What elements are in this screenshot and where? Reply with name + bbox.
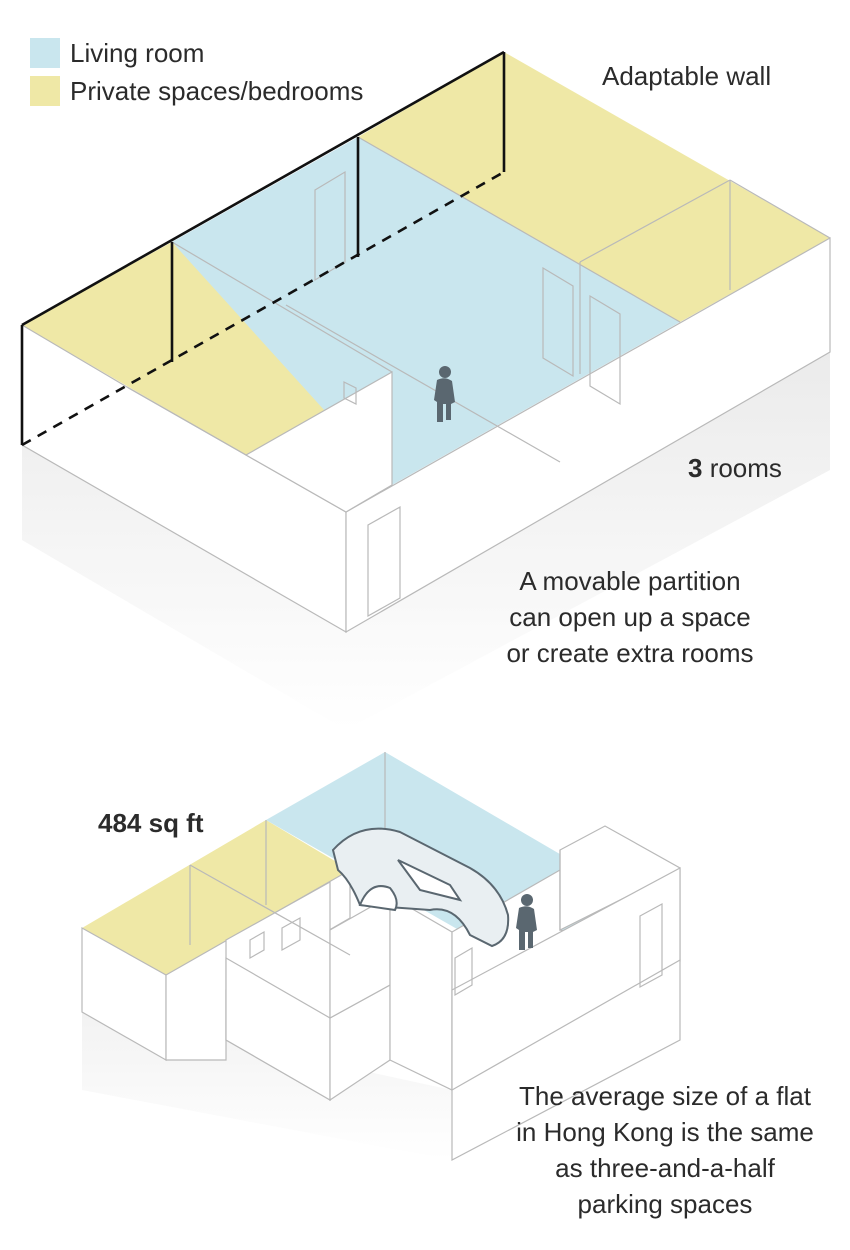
person-icon [434,366,455,422]
bedroom-floor-left [22,242,392,455]
top-floor-shadow [22,352,830,730]
average-caption-line: as three-and-a-half [555,1153,775,1183]
bottom-bedroom-floor [82,820,350,975]
average-caption-line: parking spaces [577,1189,753,1219]
legend-swatch-private [30,76,60,106]
legend: Living room Private spaces/bedrooms [30,34,363,110]
top-right-wall [345,236,831,634]
bedroom-floor-top [358,52,830,322]
legend-item-private: Private spaces/bedrooms [30,72,363,110]
legend-item-living: Living room [30,34,363,72]
partition-caption-line: can open up a space [509,602,751,632]
legend-label-living: Living room [70,37,205,68]
adaptable-wall-label: Adaptable wall [602,61,772,91]
living-room-floor [172,137,680,485]
legend-label-private: Private spaces/bedrooms [70,75,364,106]
bottom-room-lines [189,752,561,956]
person-icon-bottom [516,894,537,950]
bottom-doors [249,902,663,997]
top-flat-diagram [20,50,831,730]
average-caption-line: in Hong Kong is the same [516,1117,814,1147]
average-size-caption: The average size of a flat in Hong Kong … [500,1078,830,1222]
adaptable-wall-outline [20,50,506,447]
partition-caption-line: or create extra rooms [506,638,754,668]
legend-swatch-living [30,38,60,68]
bottom-flat-diagram [81,752,681,1161]
rooms-count-number: 3 [688,453,703,483]
partition-caption: A movable partition can open up a space … [480,563,780,671]
top-doors [314,170,621,618]
bottom-walls [81,825,681,1161]
average-caption-line: The average size of a flat [519,1081,811,1111]
rooms-count-label: 3 rooms [688,450,782,486]
partition-caption-line: A movable partition [519,566,741,596]
rooms-count-word: rooms [702,453,782,483]
car-icon [331,827,510,948]
flat-size-label: 484 sq ft [98,808,204,838]
top-room-lines [126,136,831,463]
top-inner-wall [244,370,393,513]
